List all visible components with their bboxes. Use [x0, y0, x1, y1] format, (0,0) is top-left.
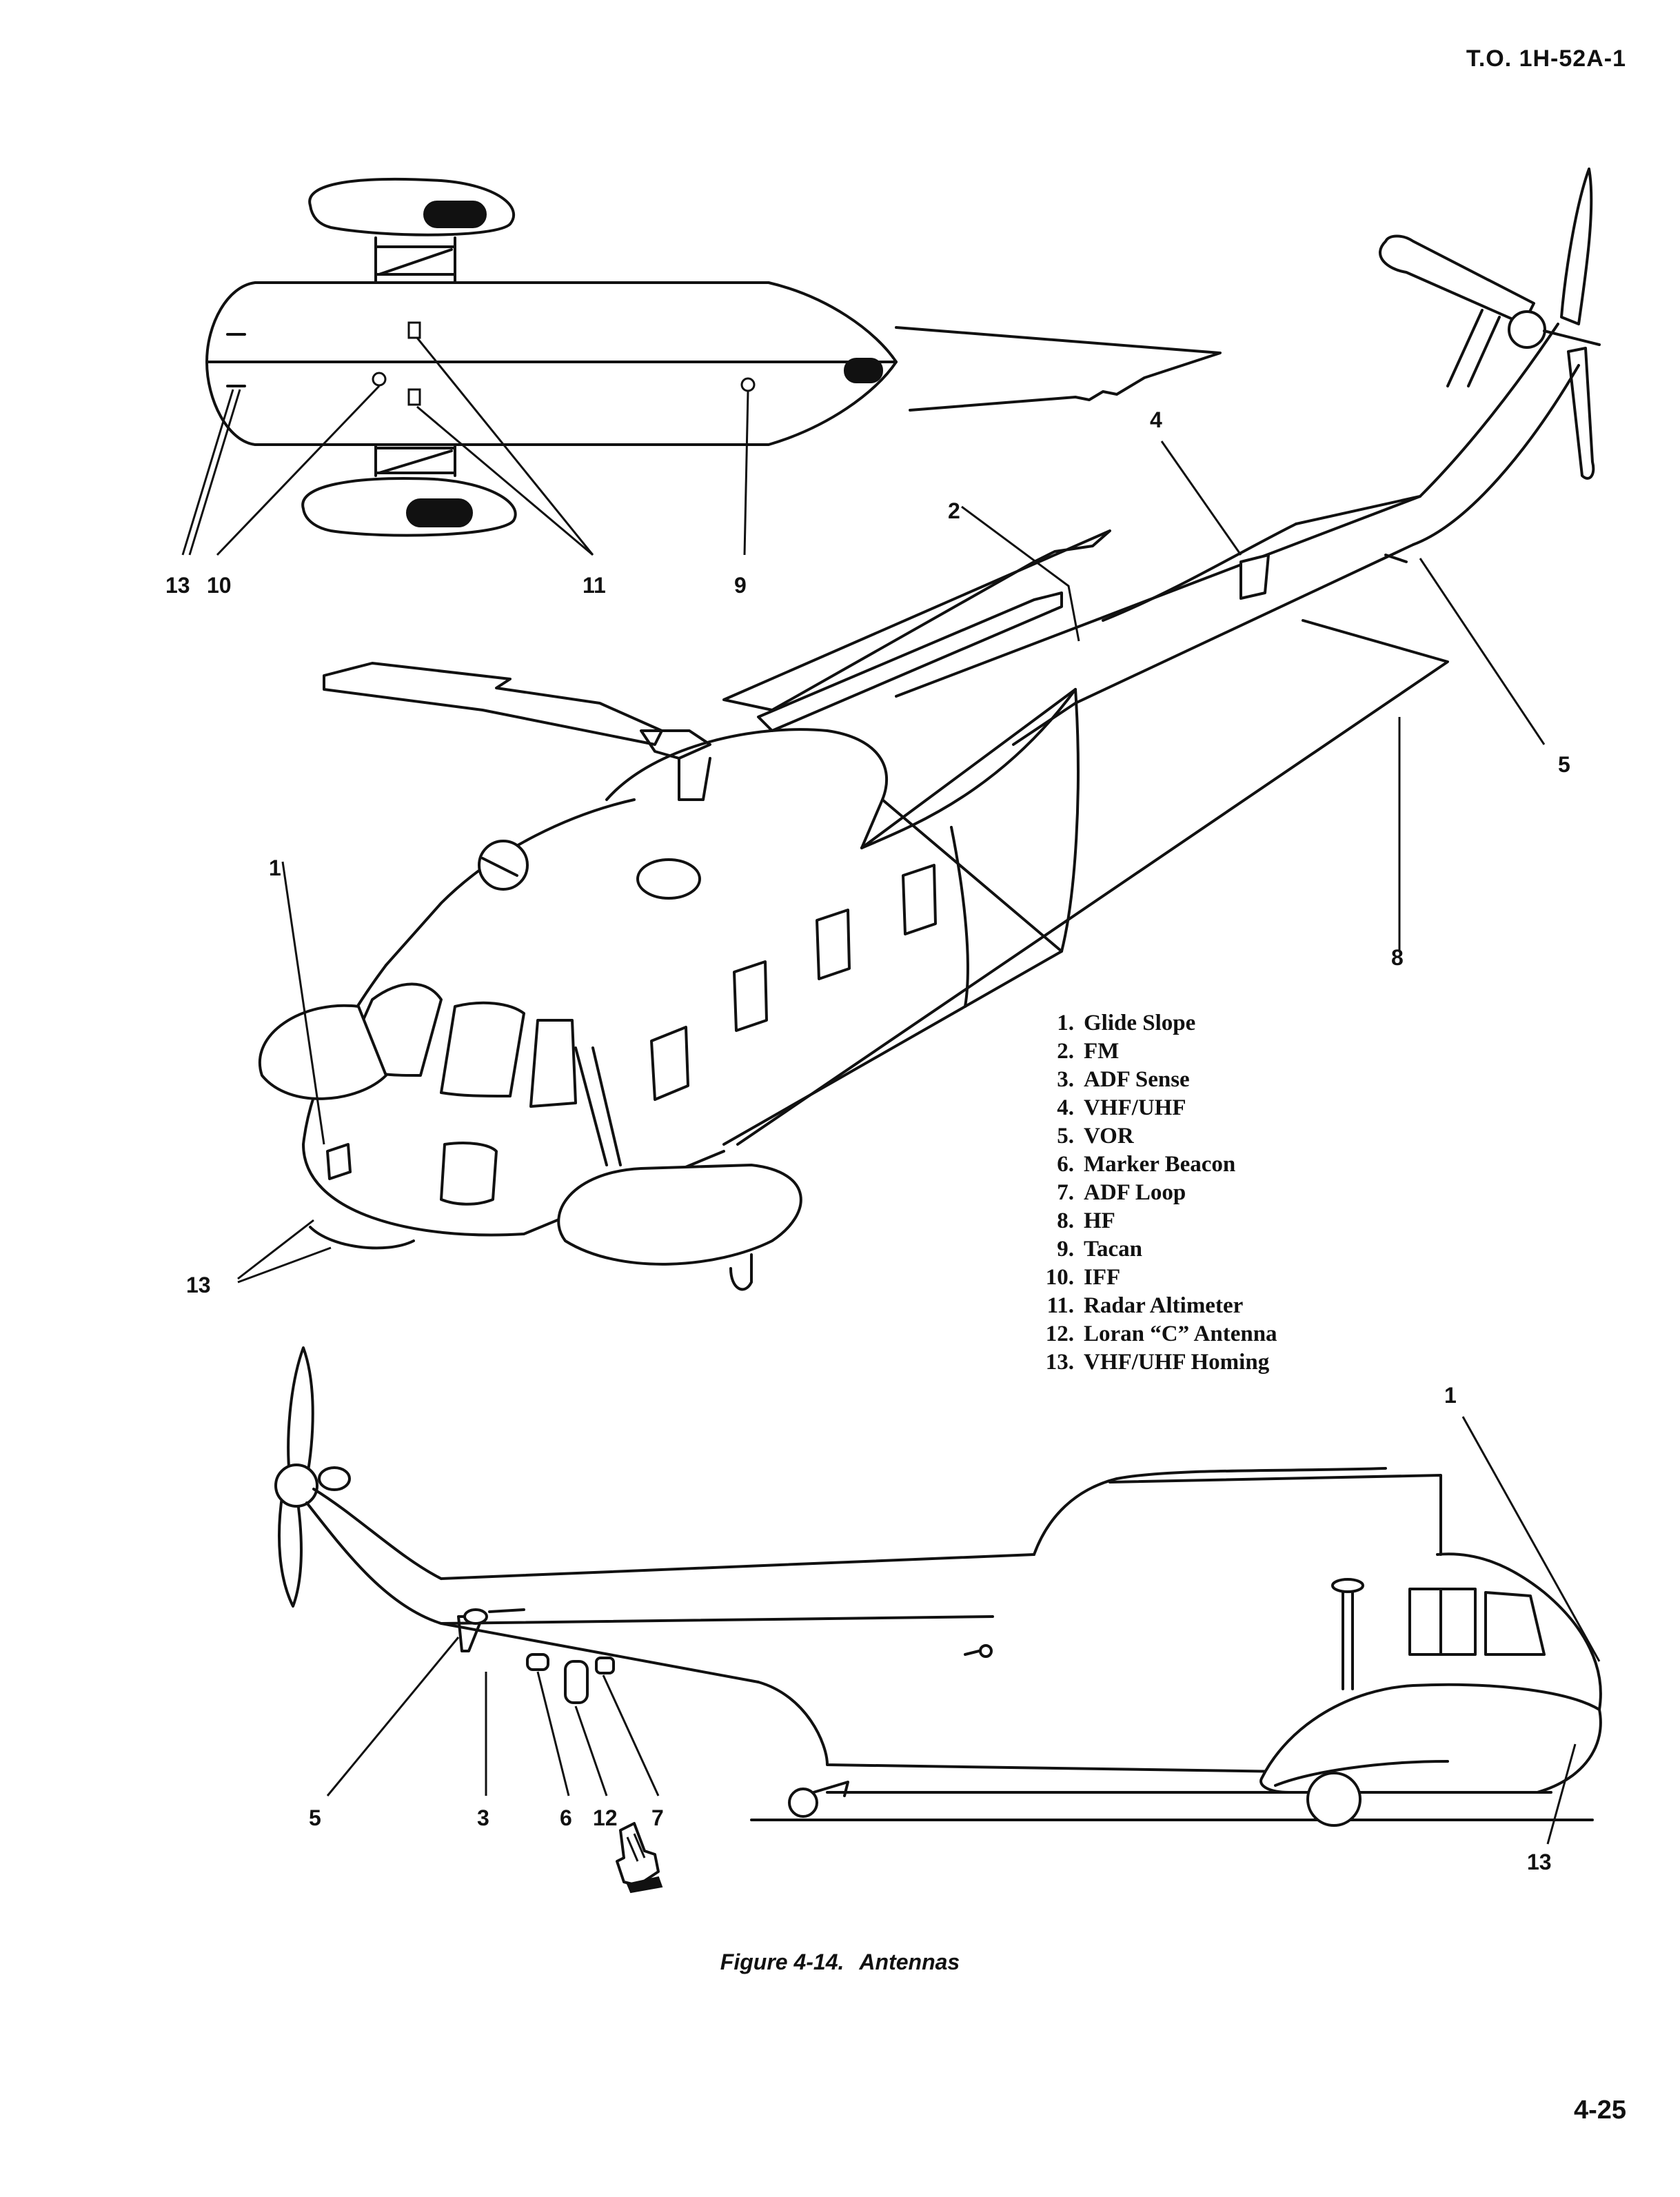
legend-label: Loran “C” Antenna [1084, 1322, 1277, 1346]
callout-3q-4: 4 [1150, 407, 1162, 432]
legend-item: 8. HF [1034, 1207, 1277, 1235]
legend-number: 10. [1045, 1265, 1074, 1290]
legend-label: ADF Loop [1084, 1180, 1186, 1205]
callout-top-10: 10 [207, 573, 232, 598]
legend-label: FM [1084, 1039, 1120, 1064]
legend-label: ADF Sense [1084, 1067, 1190, 1092]
legend-number: 2. [1057, 1039, 1074, 1064]
callout-side-6: 6 [560, 1805, 572, 1830]
legend-item: 6. Marker Beacon [1034, 1151, 1277, 1179]
callout-3q-8: 8 [1391, 945, 1404, 970]
legend-number: 3. [1057, 1067, 1074, 1092]
document-number: T.O. 1H-52A-1 [1466, 45, 1626, 72]
callout-3q-13: 13 [186, 1273, 211, 1297]
legend-item: 3. ADF Sense [1034, 1066, 1277, 1094]
legend-label: Tacan [1084, 1237, 1142, 1262]
callout-side-1: 1 [1444, 1383, 1457, 1408]
callout-top-9: 9 [734, 573, 747, 598]
legend-item: 13. VHF/UHF Homing [1034, 1348, 1277, 1377]
legend-number: 11. [1046, 1293, 1074, 1318]
legend-label: VHF/UHF [1084, 1095, 1186, 1120]
legend-label: VOR [1084, 1124, 1134, 1148]
legend-item: 12. Loran “C” Antenna [1034, 1320, 1277, 1348]
callout-top-11: 11 [583, 573, 606, 598]
callout-3q-1: 1 [269, 855, 281, 880]
legend-item: 10. IFF [1034, 1264, 1277, 1292]
legend-item: 1. Glide Slope [1034, 1009, 1277, 1037]
legend-label: VHF/UHF Homing [1084, 1350, 1270, 1375]
legend-label: Glide Slope [1084, 1011, 1196, 1035]
page-number: 4-25 [1573, 2096, 1626, 2125]
side-view-illustration [274, 1346, 1602, 1894]
legend-item: 4. VHF/UHF [1034, 1094, 1277, 1122]
three-quarter-view-illustration [237, 168, 1601, 1291]
legend-item: 2. FM [1034, 1037, 1277, 1066]
legend-number: 12. [1045, 1322, 1074, 1346]
legend-item: 9. Tacan [1034, 1235, 1277, 1264]
top-view-illustration [181, 177, 1222, 556]
callout-side-5: 5 [309, 1805, 321, 1830]
legend-number: 9. [1057, 1237, 1074, 1262]
legend-number: 5. [1057, 1124, 1074, 1148]
legend-number: 8. [1057, 1208, 1074, 1233]
callout-top-13: 13 [165, 573, 190, 598]
legend-label: HF [1084, 1208, 1115, 1233]
legend-label: Radar Altimeter [1084, 1293, 1244, 1318]
figure-number: Figure 4-14. [720, 1950, 844, 1974]
legend-label: Marker Beacon [1084, 1152, 1236, 1177]
callout-side-3: 3 [477, 1805, 489, 1830]
figure-title: Antennas [859, 1950, 960, 1974]
figure-caption: Figure 4-14. Antennas [0, 1950, 1680, 1975]
legend-number: 6. [1057, 1152, 1074, 1177]
pointing-hand-icon [616, 1822, 663, 1894]
antenna-legend: 1. Glide Slope 2. FM 3. ADF Sense 4. VHF/UHF… [1034, 1009, 1277, 1377]
callout-side-12: 12 [593, 1805, 618, 1830]
callout-side-7: 7 [651, 1805, 664, 1830]
callout-side-13: 13 [1527, 1850, 1552, 1874]
legend-item: 11. Radar Altimeter [1034, 1292, 1277, 1320]
legend-item: 7. ADF Loop [1034, 1179, 1277, 1207]
legend-number: 13. [1045, 1350, 1074, 1375]
legend-number: 7. [1057, 1180, 1074, 1205]
legend-number: 1. [1057, 1011, 1074, 1035]
legend-number: 4. [1057, 1095, 1074, 1120]
legend-label: IFF [1084, 1265, 1121, 1290]
callout-3q-5: 5 [1558, 752, 1570, 777]
legend-item: 5. VOR [1034, 1122, 1277, 1151]
callout-3q-2: 2 [948, 498, 960, 523]
